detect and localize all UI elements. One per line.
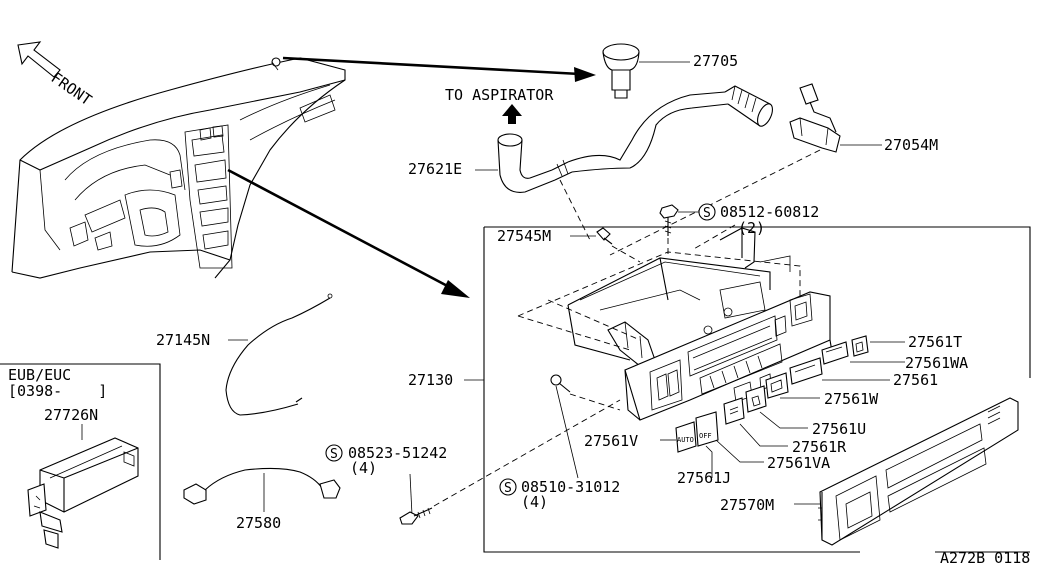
screw-symbol-08512: S [703, 206, 711, 221]
label-27561R: 27561R [792, 438, 847, 456]
label-27621E: 27621E [408, 160, 462, 178]
screw-08523-51242: S 08523-51242 (4) [325, 399, 621, 525]
label-27561U: 27561U [812, 420, 866, 438]
bezel-27570M: 27570M [720, 397, 1019, 546]
aspirator-note: TO ASPIRATOR [445, 86, 554, 124]
label-27561: 27561 [893, 371, 938, 389]
inset-eub-euc: EUB/EUC [0398- ] 27726N [0, 363, 161, 560]
label-27561W: 27561W [824, 390, 879, 408]
switch-27561R: 27561R [723, 397, 847, 456]
label-27054M: 27054M [884, 136, 938, 154]
label-27705: 27705 [693, 52, 738, 70]
screw-symbol-08510: S [504, 481, 512, 496]
aspirator-hose: 27621E [408, 85, 773, 193]
screw-08512-60812: S 08512-60812 (2) [659, 203, 819, 258]
label-27570M: 27570M [720, 496, 774, 514]
harness-27580: 27580 [183, 467, 341, 532]
label-27580: 27580 [236, 514, 281, 532]
switch-27561WA: 27561WA [821, 341, 968, 372]
screw-08510-31012: S 08510-31012 (4) [499, 385, 620, 511]
button-auto-label: AUTO [677, 436, 694, 444]
switch-27561W: 27561W [765, 372, 879, 408]
label-27561VA: 27561VA [767, 454, 830, 472]
label-27561WA: 27561WA [905, 354, 968, 372]
switch-27561J: 27561J [677, 445, 731, 487]
part-27545M: 27545M [497, 227, 641, 263]
main-assembly-frame [483, 226, 1031, 553]
label-27130: 27130 [408, 371, 453, 389]
button-off-label: OFF [699, 432, 712, 440]
control-unit-27130: 27130 [408, 227, 833, 421]
part-27705-clip: 27705 [602, 43, 738, 99]
switch-27561V: AUTO 27561V [584, 421, 697, 453]
label-27561V: 27561V [584, 432, 638, 450]
switch-27561U: 27561U [745, 385, 866, 438]
front-arrow: FRONT [17, 41, 95, 110]
label-08510-qty: (4) [521, 493, 548, 511]
aspirator-label: TO ASPIRATOR [445, 86, 554, 104]
label-27726N: 27726N [44, 406, 98, 424]
front-label: FRONT [48, 69, 95, 110]
screw-symbol-08523: S [330, 447, 338, 462]
switch-27561VA: OFF 27561VA [695, 411, 830, 472]
label-27561J: 27561J [677, 469, 731, 487]
label-08512-qty: (2) [738, 219, 765, 237]
inset-title-line2: [0398- ] [8, 382, 107, 400]
switch-27561T: 27561T [851, 333, 962, 357]
cable-27145N: 27145N [156, 293, 333, 416]
label-27561T: 27561T [908, 333, 962, 351]
pointer-arrows [227, 56, 596, 298]
label-08523-51242: 08523-51242 [348, 444, 447, 462]
dashboard-illustration [11, 57, 346, 279]
label-08523-qty: (4) [350, 459, 377, 477]
label-27145N: 27145N [156, 331, 210, 349]
label-08510-31012: 08510-31012 [521, 478, 620, 496]
part-27054M-sensor: 27054M [559, 83, 938, 256]
switch-27561: 27561 [789, 357, 938, 389]
diagram-code: A272B 0118 [940, 549, 1030, 567]
label-27545M: 27545M [497, 227, 551, 245]
inset-title-line1: EUB/EUC [8, 366, 71, 384]
label-08512-60812: 08512-60812 [720, 203, 819, 221]
